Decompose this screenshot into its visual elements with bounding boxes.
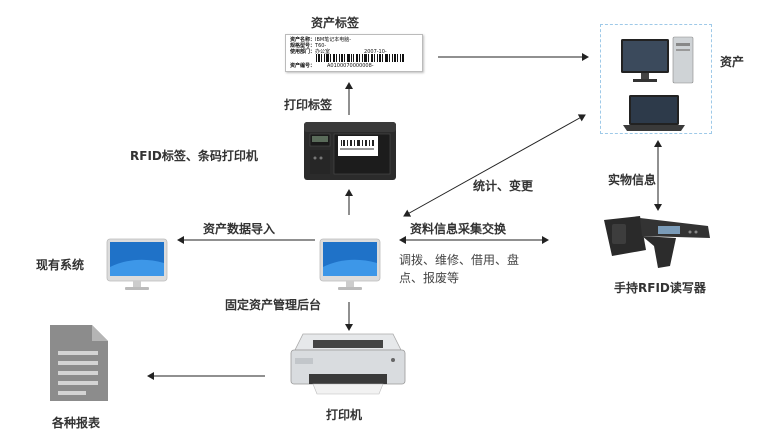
printer-label: 打印机 — [326, 408, 363, 422]
tag-id-label: 资产编号： — [290, 63, 316, 69]
operations-note: 调拨、维修、借用、盘 点、报废等 — [399, 251, 519, 287]
stats-change-label: 统计、变更 — [473, 179, 534, 193]
backend-monitor-icon — [318, 237, 382, 293]
document-report-icon — [48, 323, 110, 403]
operations-note-line2: 点、报废等 — [399, 271, 460, 285]
printer-rfid-label: RFID标签、条码打印机 — [130, 149, 258, 163]
various-reports-label: 各种报表 — [52, 416, 101, 430]
operations-note-line1: 调拨、维修、借用、盘 — [399, 253, 520, 267]
assets-group-box — [600, 24, 712, 134]
physical-info-label: 实物信息 — [608, 173, 657, 187]
desktop-laptop-icon — [621, 36, 694, 131]
existing-system-monitor-icon — [105, 237, 169, 293]
tag-id-value: A0100070000008- — [327, 63, 374, 69]
asset-tag-card: 资产名称：IBM笔记本电脑- 规格型号：T60- 使用部门：办公室 2007-10… — [285, 34, 423, 72]
existing-system-label: 现有系统 — [36, 258, 85, 272]
barcode-graphic — [316, 54, 404, 62]
office-printer-icon — [283, 330, 413, 398]
tag-dept-label: 使用部门： — [290, 49, 316, 55]
asset-tag-title: 资产标签 — [311, 16, 360, 30]
arrow-assets-backend-diagonal — [403, 114, 586, 217]
tag-model-label: 规格型号： — [290, 43, 316, 49]
data-exchange-label: 资料信息采集交换 — [410, 222, 507, 236]
label-printer-icon — [300, 118, 400, 182]
import-asset-data-label: 资产数据导入 — [203, 222, 276, 236]
handheld-reader-label: 手持RFID读写器 — [614, 281, 706, 295]
assets-label: 资产 — [720, 55, 745, 69]
tag-name-label: 资产名称： — [290, 37, 316, 43]
handheld-rfid-reader-icon — [598, 210, 716, 274]
tag-name-value: IBM笔记本电脑- — [315, 37, 352, 43]
tag-dept-value: 办公室 — [315, 49, 331, 55]
print-tag-label: 打印标签 — [284, 98, 333, 112]
tag-model-value: T60- — [315, 43, 327, 49]
tag-date: 2007-10- — [364, 49, 387, 55]
fixed-asset-backend-label: 固定资产管理后台 — [225, 298, 322, 312]
